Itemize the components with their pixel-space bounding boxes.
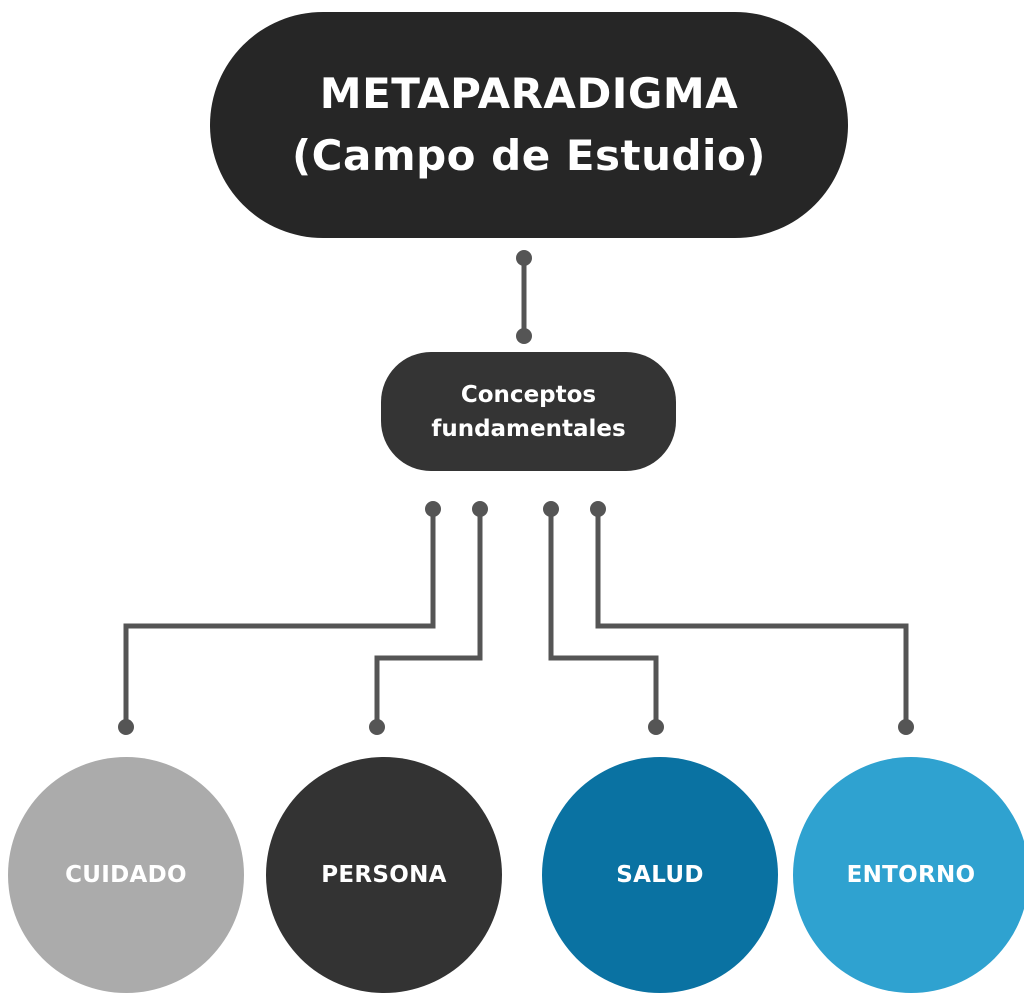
concept-circle-persona: PERSONA bbox=[266, 757, 502, 993]
connector-dot bbox=[118, 719, 134, 735]
metaparadigma-title: METAPARADIGMA bbox=[319, 69, 739, 118]
connector-dot bbox=[472, 501, 488, 517]
concept-circle-salud: SALUD bbox=[542, 757, 778, 993]
connector-persona bbox=[374, 509, 483, 727]
connector-dot bbox=[425, 501, 441, 517]
conceptos-fundamentales-node: Conceptos fundamentales bbox=[381, 352, 676, 471]
metaparadigma-node: METAPARADIGMA (Campo de Estudio) bbox=[210, 12, 848, 238]
concept-circle-cuidado: CUIDADO bbox=[8, 757, 244, 993]
concept-label-persona: PERSONA bbox=[321, 862, 447, 888]
connector-salud bbox=[548, 509, 659, 727]
connector-dot bbox=[898, 719, 914, 735]
connector-entorno bbox=[595, 509, 909, 727]
connector-dot bbox=[369, 719, 385, 735]
metaparadigma-subtitle: (Campo de Estudio) bbox=[291, 131, 766, 180]
conceptos-label-line2: fundamentales bbox=[431, 415, 626, 442]
concept-label-entorno: ENTORNO bbox=[846, 862, 976, 888]
connector-dot bbox=[516, 328, 532, 344]
connector-dot bbox=[648, 719, 664, 735]
concept-circle-entorno: ENTORNO bbox=[793, 757, 1024, 993]
concept-label-salud: SALUD bbox=[616, 862, 704, 888]
concept-label-cuidado: CUIDADO bbox=[65, 862, 187, 888]
conceptos-label-line1: Conceptos bbox=[460, 381, 597, 408]
connector-dot bbox=[590, 501, 606, 517]
connector-dot bbox=[516, 250, 532, 266]
connector-cuidado bbox=[123, 509, 436, 727]
connector-dot bbox=[543, 501, 559, 517]
